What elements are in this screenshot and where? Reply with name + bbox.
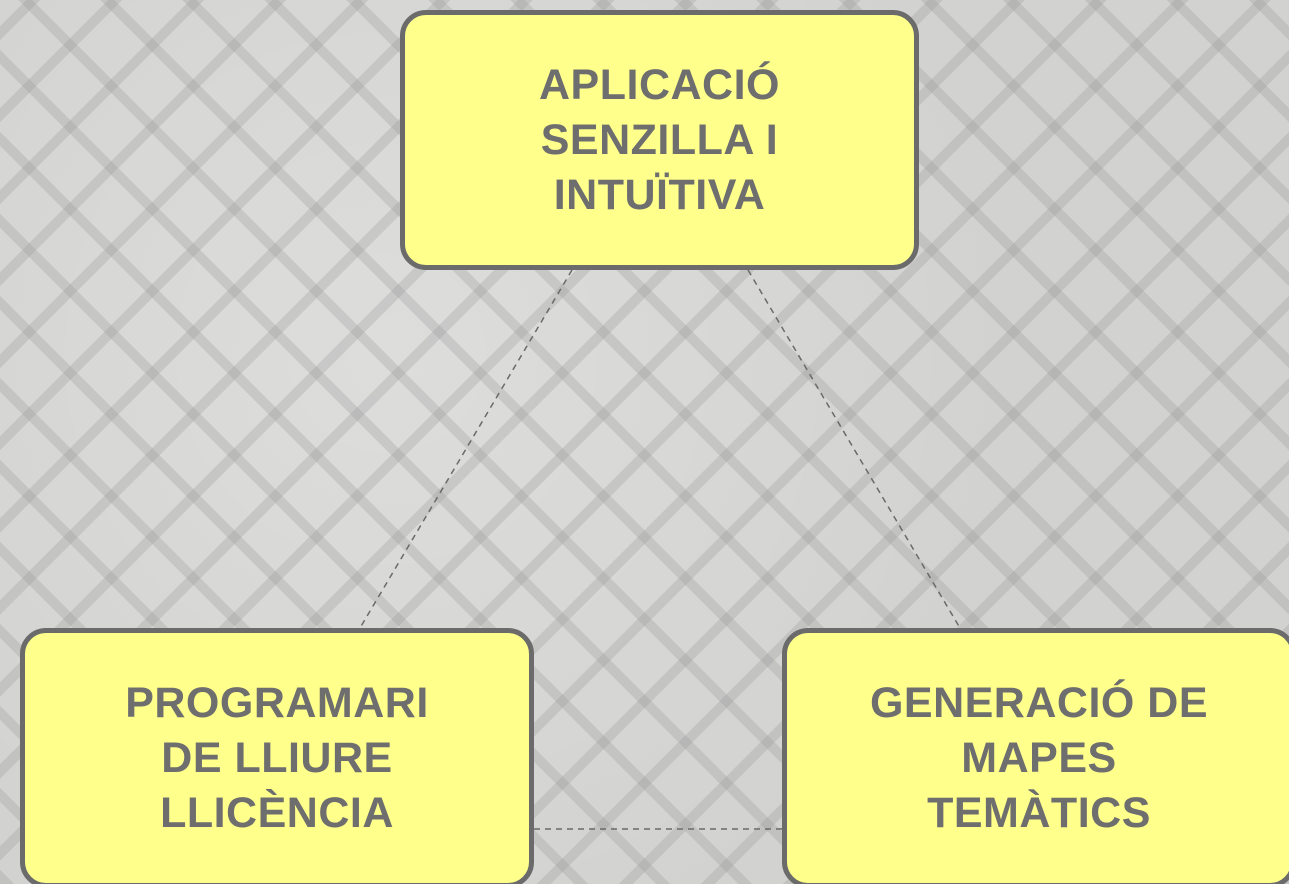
node-simple-intuitive-app: APLICACIÓ SENZILLA I INTUÏTIVA [400,10,919,270]
node-label-line: LLICÈNCIA [160,788,394,837]
edge-top-right [747,269,961,629]
node-label-line: APLICACIÓ [539,60,780,109]
node-label-line: GENERACIÓ DE [869,678,1209,727]
node-label-line: MAPES [961,733,1117,782]
node-label-line: DE LLIURE [161,733,393,782]
node-label-line: INTUÏTIVA [553,170,766,219]
edge-top-left [359,269,573,629]
node-label-line: TEMÀTICS [927,788,1151,837]
node-label-line: PROGRAMARI [125,678,429,727]
node-thematic-map-generation: GENERACIÓ DE MAPES TEMÀTICS [782,628,1289,884]
node-free-license-software: PROGRAMARI DE LLIURE LLICÈNCIA [20,628,534,884]
node-label-line: SENZILLA I [540,115,779,164]
